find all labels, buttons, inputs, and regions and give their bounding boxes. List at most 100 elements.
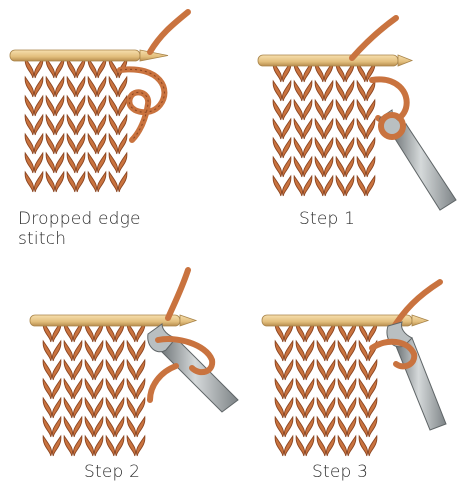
needle-tip-1 <box>140 50 168 61</box>
stitch-leg-left <box>25 115 33 135</box>
stitch-leg-right <box>345 138 353 158</box>
stitch-leg-left <box>296 398 304 418</box>
stitch-leg-right <box>368 436 376 456</box>
panel-step-3 <box>262 282 446 456</box>
stitch-leg-left <box>336 138 344 158</box>
stitch-leg-right <box>326 436 334 456</box>
stitch-leg-left <box>338 417 346 437</box>
stitch-leg-left <box>338 436 346 456</box>
stitch-leg-left <box>338 379 346 399</box>
stitch-leg-right <box>324 138 332 158</box>
stitch-leg-left <box>273 81 281 101</box>
stitch-leg-right <box>368 360 376 380</box>
stitch-leg-left <box>294 138 302 158</box>
stitch-leg-left <box>67 153 75 173</box>
stitch-leg-left <box>64 341 72 361</box>
stitch-leg-right <box>324 157 332 177</box>
stitch-leg-right <box>326 341 334 361</box>
stitch-leg-right <box>345 176 353 196</box>
stitch-leg-left <box>296 436 304 456</box>
stitch-leg-left <box>127 341 135 361</box>
stitch-leg-left <box>294 100 302 120</box>
stitch-leg-left <box>106 436 114 456</box>
stitch-leg-right <box>303 100 311 120</box>
stitch-leg-left <box>85 379 93 399</box>
caption-dropped-line1: Dropped edge <box>18 209 141 229</box>
stitch-leg-right <box>282 81 290 101</box>
stitch-leg-left <box>43 341 51 361</box>
stitch-leg-right <box>305 379 313 399</box>
stitch-leg-left <box>338 398 346 418</box>
stitch-leg-right <box>284 341 292 361</box>
stitch-leg-left <box>67 134 75 154</box>
stitch-leg-left <box>317 436 325 456</box>
knitted-fabric-2 <box>273 62 375 196</box>
stitch-leg-right <box>326 379 334 399</box>
stitch-leg-left <box>359 379 367 399</box>
stitch-leg-left <box>294 119 302 139</box>
stitch-leg-left <box>127 417 135 437</box>
stitch-leg-right <box>303 138 311 158</box>
stitch-leg-right <box>282 138 290 158</box>
panel-step-2 <box>30 270 238 456</box>
stitch-leg-left <box>85 436 93 456</box>
stitch-leg-right <box>55 153 63 173</box>
stitch-leg-right <box>282 157 290 177</box>
stitch-leg-left <box>25 96 33 116</box>
stitch-leg-right <box>52 341 60 361</box>
stitch-leg-right <box>118 77 126 97</box>
stitch-leg-right <box>305 341 313 361</box>
stitch-leg-left <box>109 77 117 97</box>
stitch-leg-left <box>43 436 51 456</box>
stitch-leg-left <box>296 360 304 380</box>
stitch-leg-right <box>366 81 374 101</box>
stitch-leg-right <box>73 436 81 456</box>
stitch-leg-right <box>34 96 42 116</box>
stitch-leg-right <box>115 398 123 418</box>
stitch-leg-right <box>55 172 63 192</box>
stitch-leg-left <box>25 134 33 154</box>
stitch-leg-right <box>97 77 105 97</box>
stitch-leg-left <box>315 176 323 196</box>
stitch-leg-right <box>284 417 292 437</box>
stitch-leg-right <box>324 176 332 196</box>
stitch-leg-right <box>52 360 60 380</box>
caption-step-3: Step 3 <box>312 462 368 482</box>
knitted-fabric-1 <box>25 58 127 192</box>
stitch-leg-left <box>357 81 365 101</box>
stitch-leg-left <box>106 417 114 437</box>
stitch-leg-right <box>52 379 60 399</box>
caption-step-2: Step 2 <box>84 462 140 482</box>
stitch-leg-right <box>303 157 311 177</box>
stitch-leg-right <box>368 417 376 437</box>
crochet-hook-1 <box>379 110 456 210</box>
stitch-leg-left <box>127 436 135 456</box>
stitch-leg-left <box>275 379 283 399</box>
stitch-leg-left <box>359 417 367 437</box>
stitch-leg-right <box>305 360 313 380</box>
stitch-leg-left <box>315 157 323 177</box>
stitch-leg-left <box>338 341 346 361</box>
stitch-leg-right <box>324 100 332 120</box>
stitch-leg-left <box>317 379 325 399</box>
stitch-leg-right <box>55 134 63 154</box>
stitch-leg-right <box>366 119 374 139</box>
stitch-leg-right <box>347 436 355 456</box>
stitch-leg-left <box>317 341 325 361</box>
stitch-leg-right <box>55 96 63 116</box>
stitch-leg-left <box>88 134 96 154</box>
stitch-leg-right <box>118 153 126 173</box>
stitch-leg-right <box>115 360 123 380</box>
stitch-leg-left <box>85 417 93 437</box>
stitch-leg-right <box>368 398 376 418</box>
stitch-leg-left <box>315 100 323 120</box>
stitch-leg-right <box>118 172 126 192</box>
caption-step-1: Step 1 <box>299 209 355 229</box>
stitch-leg-right <box>73 379 81 399</box>
stitch-leg-right <box>136 360 144 380</box>
knitting-needle-4 <box>262 315 412 326</box>
stitch-leg-right <box>94 379 102 399</box>
panel-dropped-edge <box>10 12 188 192</box>
stitch-leg-left <box>64 436 72 456</box>
stitch-leg-right <box>76 134 84 154</box>
